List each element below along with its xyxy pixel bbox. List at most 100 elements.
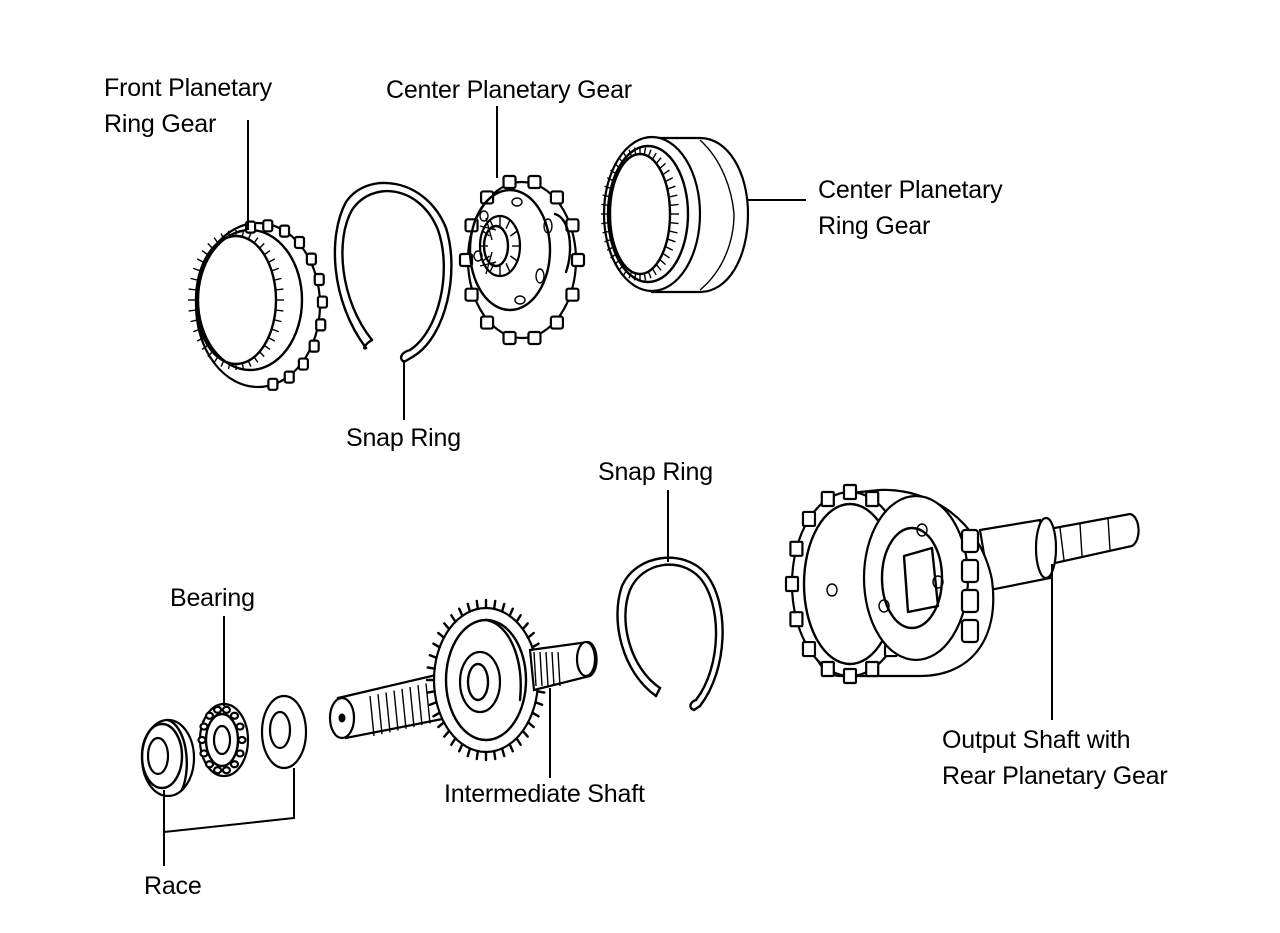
- ring-tooth: [213, 237, 219, 244]
- ring-tooth: [610, 169, 618, 176]
- gear-tooth: [466, 747, 472, 758]
- gear-tooth: [531, 711, 540, 718]
- ring-tooth: [659, 162, 667, 170]
- ring-tooth: [633, 147, 637, 155]
- ring-tooth: [655, 264, 662, 271]
- ring-tooth: [220, 233, 225, 240]
- ring-tooth: [606, 245, 616, 251]
- gear-tooth: [526, 631, 535, 639]
- shaft-spline: [377, 694, 383, 735]
- ring-lug: [315, 318, 327, 332]
- drum-lug: [784, 575, 800, 593]
- gear-tooth: [466, 602, 472, 613]
- ring-tooth: [188, 288, 197, 291]
- ring-lug: [308, 339, 320, 353]
- gear-tooth: [515, 737, 522, 746]
- gear-tooth: [534, 701, 544, 706]
- spline-tooth: [482, 230, 491, 237]
- ring-tooth: [623, 268, 629, 276]
- gear-tooth: [531, 642, 540, 649]
- ring-tooth: [651, 268, 657, 276]
- bearing-roller: [212, 766, 223, 775]
- gear-tooth: [428, 654, 438, 659]
- ring-tooth: [268, 258, 276, 263]
- ring-tooth: [220, 360, 225, 367]
- shaft-spline: [409, 686, 415, 728]
- ring-tooth: [201, 249, 209, 256]
- gear-tooth: [426, 666, 436, 670]
- pinion-gear: [960, 618, 980, 644]
- bearing-roller: [229, 711, 240, 720]
- ring-tooth: [667, 185, 676, 190]
- ring-tooth: [227, 230, 231, 237]
- label-output-shaft-line1: Output Shaft with: [942, 726, 1131, 754]
- ring-tooth: [253, 356, 259, 363]
- ring-tooth: [241, 363, 245, 370]
- ring-tooth: [192, 328, 201, 333]
- label-race: Race: [144, 872, 202, 900]
- bearing-roller: [199, 749, 209, 758]
- ring-lug: [278, 224, 291, 238]
- shaft-spline: [393, 690, 399, 731]
- label-front-ring-gear-line1: Front Planetary: [104, 74, 272, 102]
- gear-tooth: [536, 690, 546, 694]
- ring-tooth: [207, 242, 213, 249]
- carrier-lug: [458, 252, 474, 268]
- bearing-roller: [204, 711, 215, 720]
- ring-tooth: [602, 194, 612, 198]
- gear-tooth: [450, 737, 457, 746]
- stub-spline: [533, 651, 537, 687]
- gear-tooth: [426, 690, 436, 694]
- bearing-roller: [237, 735, 247, 745]
- bearing: [197, 702, 250, 778]
- shaft-spline: [425, 683, 431, 724]
- ring-tooth: [633, 273, 637, 281]
- carrier-lug: [502, 174, 517, 190]
- ring-tooth: [275, 309, 284, 312]
- label-snap-ring-top: Snap Ring: [346, 424, 461, 452]
- label-output-shaft-line2: Rear Planetary Gear: [942, 762, 1168, 790]
- gear-tooth: [521, 729, 529, 738]
- gear-tooth: [475, 599, 480, 611]
- ring-tooth: [643, 273, 647, 281]
- carrier-lug: [464, 287, 479, 302]
- label-front-ring-gear-line2: Ring Gear: [104, 110, 217, 138]
- carrier-lug: [502, 330, 517, 346]
- ring-tooth: [604, 238, 613, 243]
- ring-tooth: [263, 249, 271, 256]
- carrier-lug: [527, 330, 542, 346]
- shaft-spline: [369, 695, 375, 737]
- label-bearing: Bearing: [170, 584, 255, 612]
- carrier-lug: [527, 174, 542, 190]
- stub-spline: [539, 651, 543, 687]
- carrier-lug: [570, 252, 586, 268]
- gear-tooth: [458, 742, 464, 753]
- ring-tooth: [273, 319, 282, 323]
- shaft-spline: [417, 685, 423, 726]
- ring-lug: [293, 235, 306, 250]
- ring-lug: [316, 295, 329, 309]
- pinion-gear: [960, 588, 980, 614]
- ring-tooth: [613, 162, 621, 170]
- gear-tooth: [526, 721, 535, 729]
- ring-tooth: [271, 267, 280, 272]
- gear-tooth: [500, 602, 506, 613]
- ring-tooth: [604, 185, 613, 190]
- ring-tooth: [227, 363, 231, 370]
- snap-ring-top: [333, 181, 453, 364]
- ring-tooth: [610, 252, 618, 259]
- carrier-lug: [479, 190, 495, 205]
- ring-tooth: [247, 233, 252, 240]
- carrier-lug: [549, 315, 565, 330]
- ring-tooth: [643, 147, 647, 155]
- bearing-roller: [212, 705, 223, 714]
- bearing-roller: [229, 760, 240, 769]
- bearing-roller: [221, 705, 232, 714]
- ring-tooth: [190, 319, 199, 323]
- ring-tooth: [668, 230, 678, 234]
- ring-tooth: [259, 242, 265, 249]
- stub-spline: [551, 651, 555, 687]
- ring-lug: [313, 272, 325, 287]
- spline-tooth: [505, 219, 511, 229]
